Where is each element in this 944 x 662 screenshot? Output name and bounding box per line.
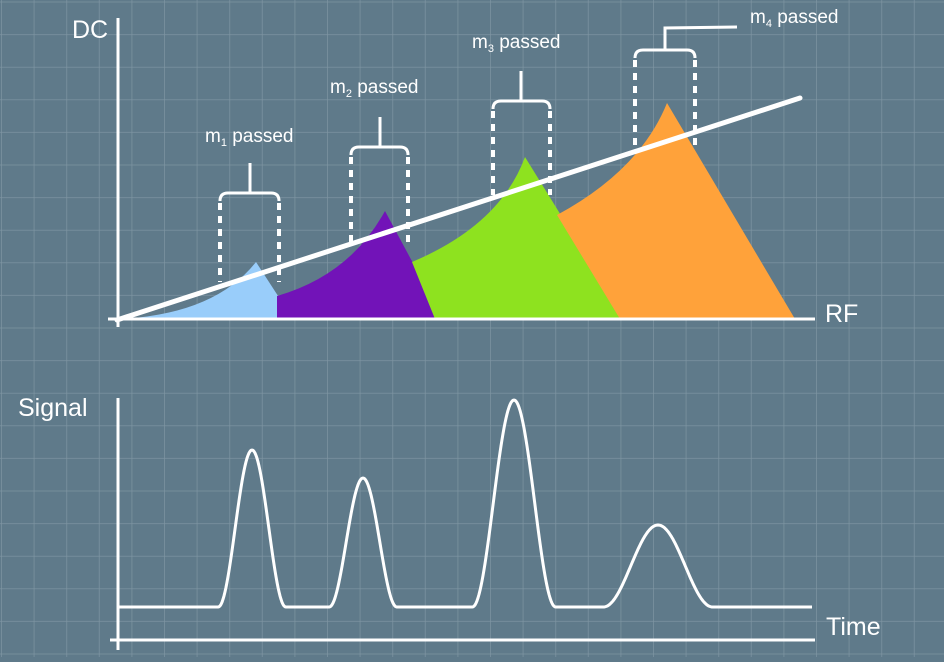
signal-curve: [117, 398, 813, 609]
axes: [108, 18, 815, 650]
signal-axis-label: Signal: [18, 394, 88, 422]
stability-region-m4: [557, 103, 795, 319]
signal-trace: [117, 398, 813, 609]
m3-passed-label: m3 passed: [472, 32, 561, 55]
rf-axis-label: RF: [825, 300, 859, 328]
m4-passed-label: m4 passed: [750, 7, 839, 30]
scan-line: [114, 95, 803, 323]
time-axis-label: Time: [826, 613, 881, 641]
m2-passed-label: m2 passed: [330, 77, 419, 100]
stability-region-m3: [412, 157, 625, 319]
stability-region-m2: [277, 211, 443, 319]
bracket-top-m3: [491, 99, 552, 110]
pass-windows: [218, 25, 738, 282]
bracket-top-m2: [349, 145, 410, 156]
m1-passed-label: m1 passed: [205, 126, 294, 149]
stability-regions: [120, 103, 795, 319]
bracket-top-m1: [218, 191, 281, 202]
bracket-stem-m4: [663, 25, 738, 50]
dc-axis-label: DC: [72, 16, 109, 44]
